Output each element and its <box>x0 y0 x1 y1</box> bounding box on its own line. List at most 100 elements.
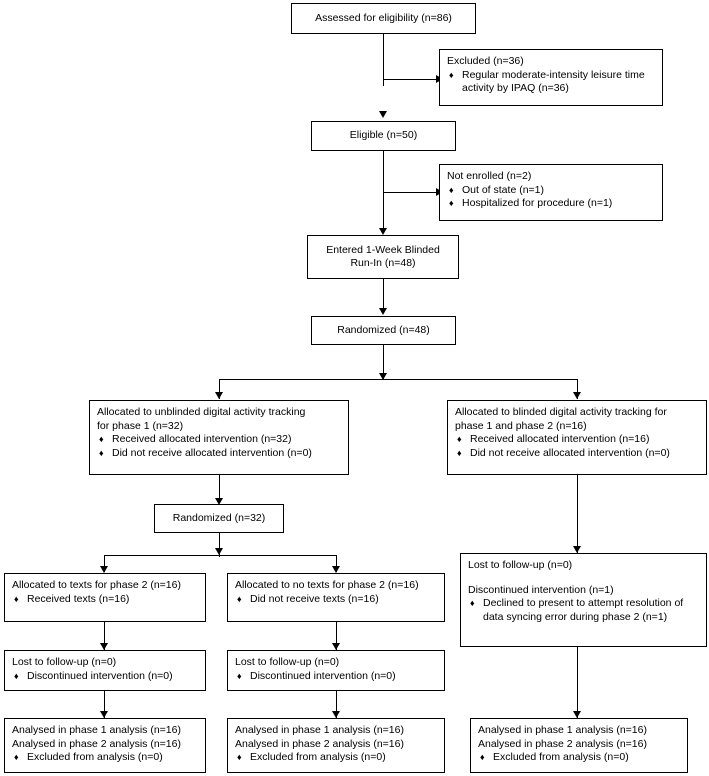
alloc-no-texts-bullet-1: ♦ Did not receive texts (n=16) <box>235 593 437 607</box>
alloc-unblinded-bullet-2: ♦ Did not receive allocated intervention… <box>97 447 341 461</box>
arrow-into-followup-blinded <box>573 546 581 553</box>
alloc-blinded-heading-1: Allocated to blinded digital activity tr… <box>455 406 667 418</box>
node-followup-blinded: Lost to follow-up (n=0) Discontinued int… <box>460 553 707 647</box>
diamond-bullet-icon: ♦ <box>470 598 475 608</box>
followup-blinded-bullet-1: ♦ Declined to present to attempt resolut… <box>468 597 699 624</box>
not-enrolled-bullet-2: ♦ Hospitalized for procedure (n=1) <box>447 197 655 211</box>
excluded-heading: Excluded (n=36) <box>447 55 524 67</box>
followup-no-texts-bullet-1-text: Discontinued intervention (n=0) <box>250 669 396 682</box>
connector-randomized48-down <box>383 345 384 380</box>
diamond-bullet-icon: ♦ <box>14 670 19 681</box>
not-enrolled-heading: Not enrolled (n=2) <box>447 170 532 182</box>
arrow-into-randomized48 <box>379 308 387 315</box>
analysis-no-texts-line-1: Analysed in phase 1 analysis (n=16) <box>235 724 404 736</box>
diamond-bullet-icon: ♦ <box>449 184 454 195</box>
arrow-into-analysis-no-texts <box>332 711 340 718</box>
alloc-texts-heading: Allocated to texts for phase 2 (n=16) <box>12 579 181 591</box>
followup-no-texts-heading: Lost to follow-up (n=0) <box>235 656 340 668</box>
connector-followup-blinded-to-analysis <box>577 647 578 718</box>
connector-runin-to-randomized48 <box>383 279 384 312</box>
node-allocated-texts: Allocated to texts for phase 2 (n=16) ♦ … <box>4 573 206 622</box>
connector-split-texts <box>104 555 105 572</box>
node-not-enrolled: Not enrolled (n=2) ♦ Out of state (n=1) … <box>439 164 663 221</box>
arrow-into-alloc-unblinded <box>215 392 223 399</box>
followup-texts-bullet-1-text: Discontinued intervention (n=0) <box>27 669 173 682</box>
alloc-blinded-bullet-1-text: Received allocated intervention (n=16) <box>470 433 650 445</box>
node-randomized-32: Randomized (n=32) <box>154 504 284 533</box>
arrow-into-followup-texts <box>100 643 108 650</box>
analysis-texts-bullet-1-text: Excluded from analysis (n=0) <box>27 751 163 763</box>
node-allocated-no-texts: Allocated to no texts for phase 2 (n=16)… <box>227 573 445 622</box>
randomized-48-text: Randomized (n=48) <box>337 323 430 336</box>
arrow-into-alloc-no-texts <box>332 566 340 573</box>
run-in-line-2: Run-In (n=48) <box>350 257 416 269</box>
connector-randomized32-down <box>219 533 220 557</box>
alloc-blinded-bullet-1: ♦ Received allocated intervention (n=16) <box>455 433 699 447</box>
followup-no-texts-bullet-1: ♦ Discontinued intervention (n=0) <box>235 670 437 684</box>
diamond-bullet-icon: ♦ <box>14 593 19 604</box>
diamond-bullet-icon: ♦ <box>237 670 242 681</box>
alloc-blinded-heading-2: phase 1 and phase 2 (n=16) <box>455 419 587 432</box>
connector-followup-texts-to-analysis <box>104 691 105 718</box>
analysis-no-texts-line-2: Analysed in phase 2 analysis (n=16) <box>235 737 404 750</box>
run-in-line-1: Entered 1-Week Blinded <box>326 243 440 256</box>
followup-blinded-line-1: Lost to follow-up (n=0) <box>468 559 573 571</box>
node-allocated-unblinded: Allocated to unblinded digital activity … <box>89 400 349 475</box>
diamond-bullet-icon: ♦ <box>99 447 104 458</box>
connector-assessed-to-eligible <box>383 34 384 86</box>
diamond-bullet-icon: ♦ <box>480 752 485 762</box>
split-bar-randomized32 <box>104 555 336 556</box>
analysis-blinded-bullet-1-text: Excluded from analysis (n=0) <box>493 751 629 763</box>
connector-to-not-enrolled <box>383 192 439 193</box>
analysis-blinded-line-1: Analysed in phase 1 analysis (n=16) <box>478 724 647 736</box>
node-assessed-for-eligibility: Assessed for eligibility (n=86) <box>291 3 476 34</box>
node-analysis-no-texts: Analysed in phase 1 analysis (n=16) Anal… <box>227 718 445 773</box>
alloc-blinded-bullet-2-text: Did not receive allocated intervention (… <box>470 446 670 459</box>
arrow-into-alloc-texts <box>100 566 108 573</box>
arrow-into-randomized32 <box>215 498 223 505</box>
alloc-texts-bullet-1: ♦ Received texts (n=16) <box>12 593 198 607</box>
arrow-into-followup-no-texts <box>332 643 340 650</box>
diamond-bullet-icon: ♦ <box>449 69 454 80</box>
diamond-bullet-icon: ♦ <box>457 434 462 444</box>
node-excluded: Excluded (n=36) ♦ Regular moderate-inten… <box>439 49 663 106</box>
connector-alloc-blinded-to-followup <box>577 475 578 555</box>
arrow-into-analysis-blinded <box>573 711 581 718</box>
alloc-unblinded-bullet-2-text: Did not receive allocated intervention (… <box>112 446 312 459</box>
connector-alloc-unblinded-to-randomized32 <box>219 475 220 503</box>
analysis-texts-line-2: Analysed in phase 2 analysis (n=16) <box>12 737 181 750</box>
analysis-no-texts-bullet-1: ♦ Excluded from analysis (n=0) <box>235 751 437 765</box>
alloc-unblinded-heading-1: Allocated to unblinded digital activity … <box>97 406 306 418</box>
analysis-blinded-line-2: Analysed in phase 2 analysis (n=16) <box>478 737 647 750</box>
followup-texts-bullet-1: ♦ Discontinued intervention (n=0) <box>12 670 198 684</box>
analysis-texts-bullet-1: ♦ Excluded from analysis (n=0) <box>12 751 198 765</box>
diamond-bullet-icon: ♦ <box>237 593 242 604</box>
node-followup-no-texts: Lost to follow-up (n=0) ♦ Discontinued i… <box>227 650 445 691</box>
not-enrolled-bullet-1: ♦ Out of state (n=1) <box>447 184 655 198</box>
analysis-blinded-bullet-1: ♦ Excluded from analysis (n=0) <box>478 751 680 765</box>
alloc-unblinded-bullet-1-text: Received allocated intervention (n=32) <box>112 433 292 445</box>
node-run-in: Entered 1-Week Blinded Run-In (n=48) <box>307 235 459 279</box>
arrow-into-eligible <box>379 111 387 118</box>
alloc-unblinded-heading-2: for phase 1 (n=32) <box>97 419 184 432</box>
node-allocated-blinded: Allocated to blinded digital activity tr… <box>447 400 707 475</box>
connector-split-no-texts <box>336 555 337 572</box>
not-enrolled-bullet-1-text: Out of state (n=1) <box>462 183 545 196</box>
arrow-into-analysis-texts <box>100 711 108 718</box>
arrow-randomized32-split <box>215 548 223 555</box>
followup-blinded-line-2: Discontinued intervention (n=1) <box>468 583 614 596</box>
analysis-texts-line-1: Analysed in phase 1 analysis (n=16) <box>12 724 181 736</box>
connector-eligible-to-runin <box>383 151 384 231</box>
alloc-blinded-bullet-2: ♦ Did not receive allocated intervention… <box>455 447 699 461</box>
node-analysis-blinded: Analysed in phase 1 analysis (n=16) Anal… <box>470 718 688 773</box>
excluded-bullet-1-text: Regular moderate-intensity leisure time … <box>462 68 645 95</box>
diamond-bullet-icon: ♦ <box>99 434 104 444</box>
split-bar-randomized48 <box>219 379 578 380</box>
eligible-text: Eligible (n=50) <box>349 129 418 142</box>
node-followup-texts: Lost to follow-up (n=0) ♦ Discontinued i… <box>4 650 206 691</box>
randomized-32-text: Randomized (n=32) <box>172 511 266 524</box>
arrow-into-runin <box>379 228 387 235</box>
node-eligible: Eligible (n=50) <box>311 121 456 151</box>
connector-to-excluded <box>383 79 439 80</box>
